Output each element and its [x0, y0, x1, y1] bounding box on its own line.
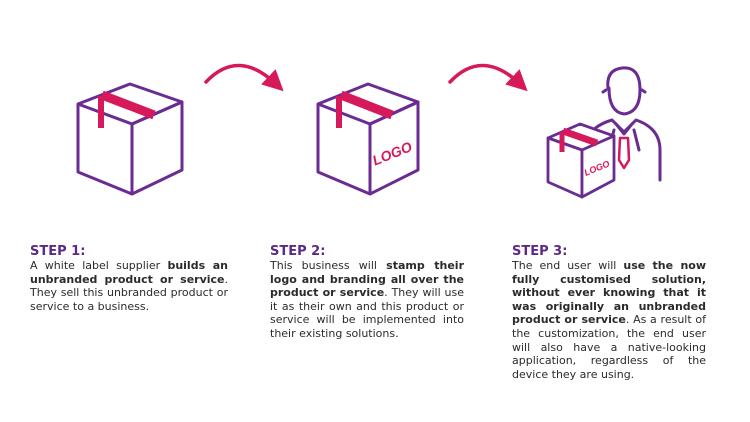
- arrow-icon: [204, 63, 284, 92]
- text-part: The end user will: [512, 259, 624, 272]
- step-1: STEP 1: A white label supplier builds an…: [30, 245, 228, 313]
- step-description: This business will stamp their logo and …: [270, 259, 464, 341]
- box-icon: [76, 82, 184, 196]
- step-title: STEP 2:: [270, 244, 326, 259]
- arrow-icon: [448, 63, 528, 92]
- logo-box-icon: LOGO: [316, 82, 420, 196]
- box-logo-text: LOGO: [370, 138, 414, 168]
- logo-box-icon: LOGO: [546, 122, 616, 199]
- text-part: A white label supplier: [30, 259, 168, 272]
- process-illustration: LOGO LOGO: [76, 63, 662, 199]
- text-part: . They sell this unbranded product or se…: [30, 272, 228, 313]
- text-part: . As a result of the customization, the …: [512, 313, 706, 381]
- text-part-bold: stamp their logo and branding all over t…: [270, 259, 465, 300]
- step-description: The end user will use the now fully cust…: [512, 259, 706, 381]
- text-part-bold: use the now fully customised solution, w…: [512, 259, 706, 327]
- text-part: . They will use it as their own and this…: [270, 286, 464, 340]
- text-part-bold: builds an unbranded product or service: [30, 259, 228, 286]
- text-part: This business will: [270, 259, 387, 272]
- step-title: STEP 3:: [512, 244, 568, 259]
- step-description: A white label supplier builds an unbrand…: [30, 259, 228, 313]
- step-3: STEP 3: The end user will use the now fu…: [512, 245, 706, 381]
- step-2: STEP 2: This business will stamp their l…: [270, 245, 464, 341]
- step-title: STEP 1:: [30, 244, 86, 259]
